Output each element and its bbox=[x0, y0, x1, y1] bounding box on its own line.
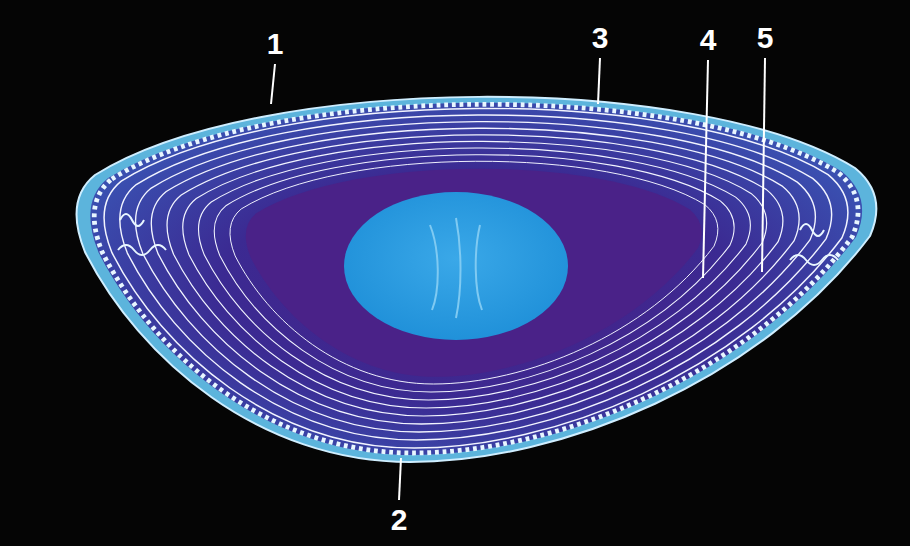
lens-capsule bbox=[77, 97, 877, 462]
callout-number: 1 bbox=[267, 29, 284, 59]
leader-line bbox=[598, 58, 600, 104]
leader-lines bbox=[271, 58, 765, 500]
lens-epithelium bbox=[94, 104, 858, 453]
nucleus-texture bbox=[430, 218, 482, 318]
lens-cortex bbox=[90, 103, 862, 455]
callout-number: 3 bbox=[592, 23, 609, 53]
bow-zone-right bbox=[790, 224, 838, 265]
bow-zone-left bbox=[118, 214, 166, 255]
callout-number: 4 bbox=[700, 25, 717, 55]
lens-inner-core bbox=[246, 169, 702, 377]
leader-line bbox=[703, 60, 708, 278]
callout-number: 2 bbox=[391, 505, 408, 535]
leader-line bbox=[762, 58, 765, 272]
lens-fibers bbox=[104, 108, 848, 448]
lens-nucleus bbox=[344, 192, 568, 340]
callout-number: 5 bbox=[757, 23, 774, 53]
leader-line bbox=[399, 458, 401, 500]
leader-line bbox=[271, 64, 275, 104]
